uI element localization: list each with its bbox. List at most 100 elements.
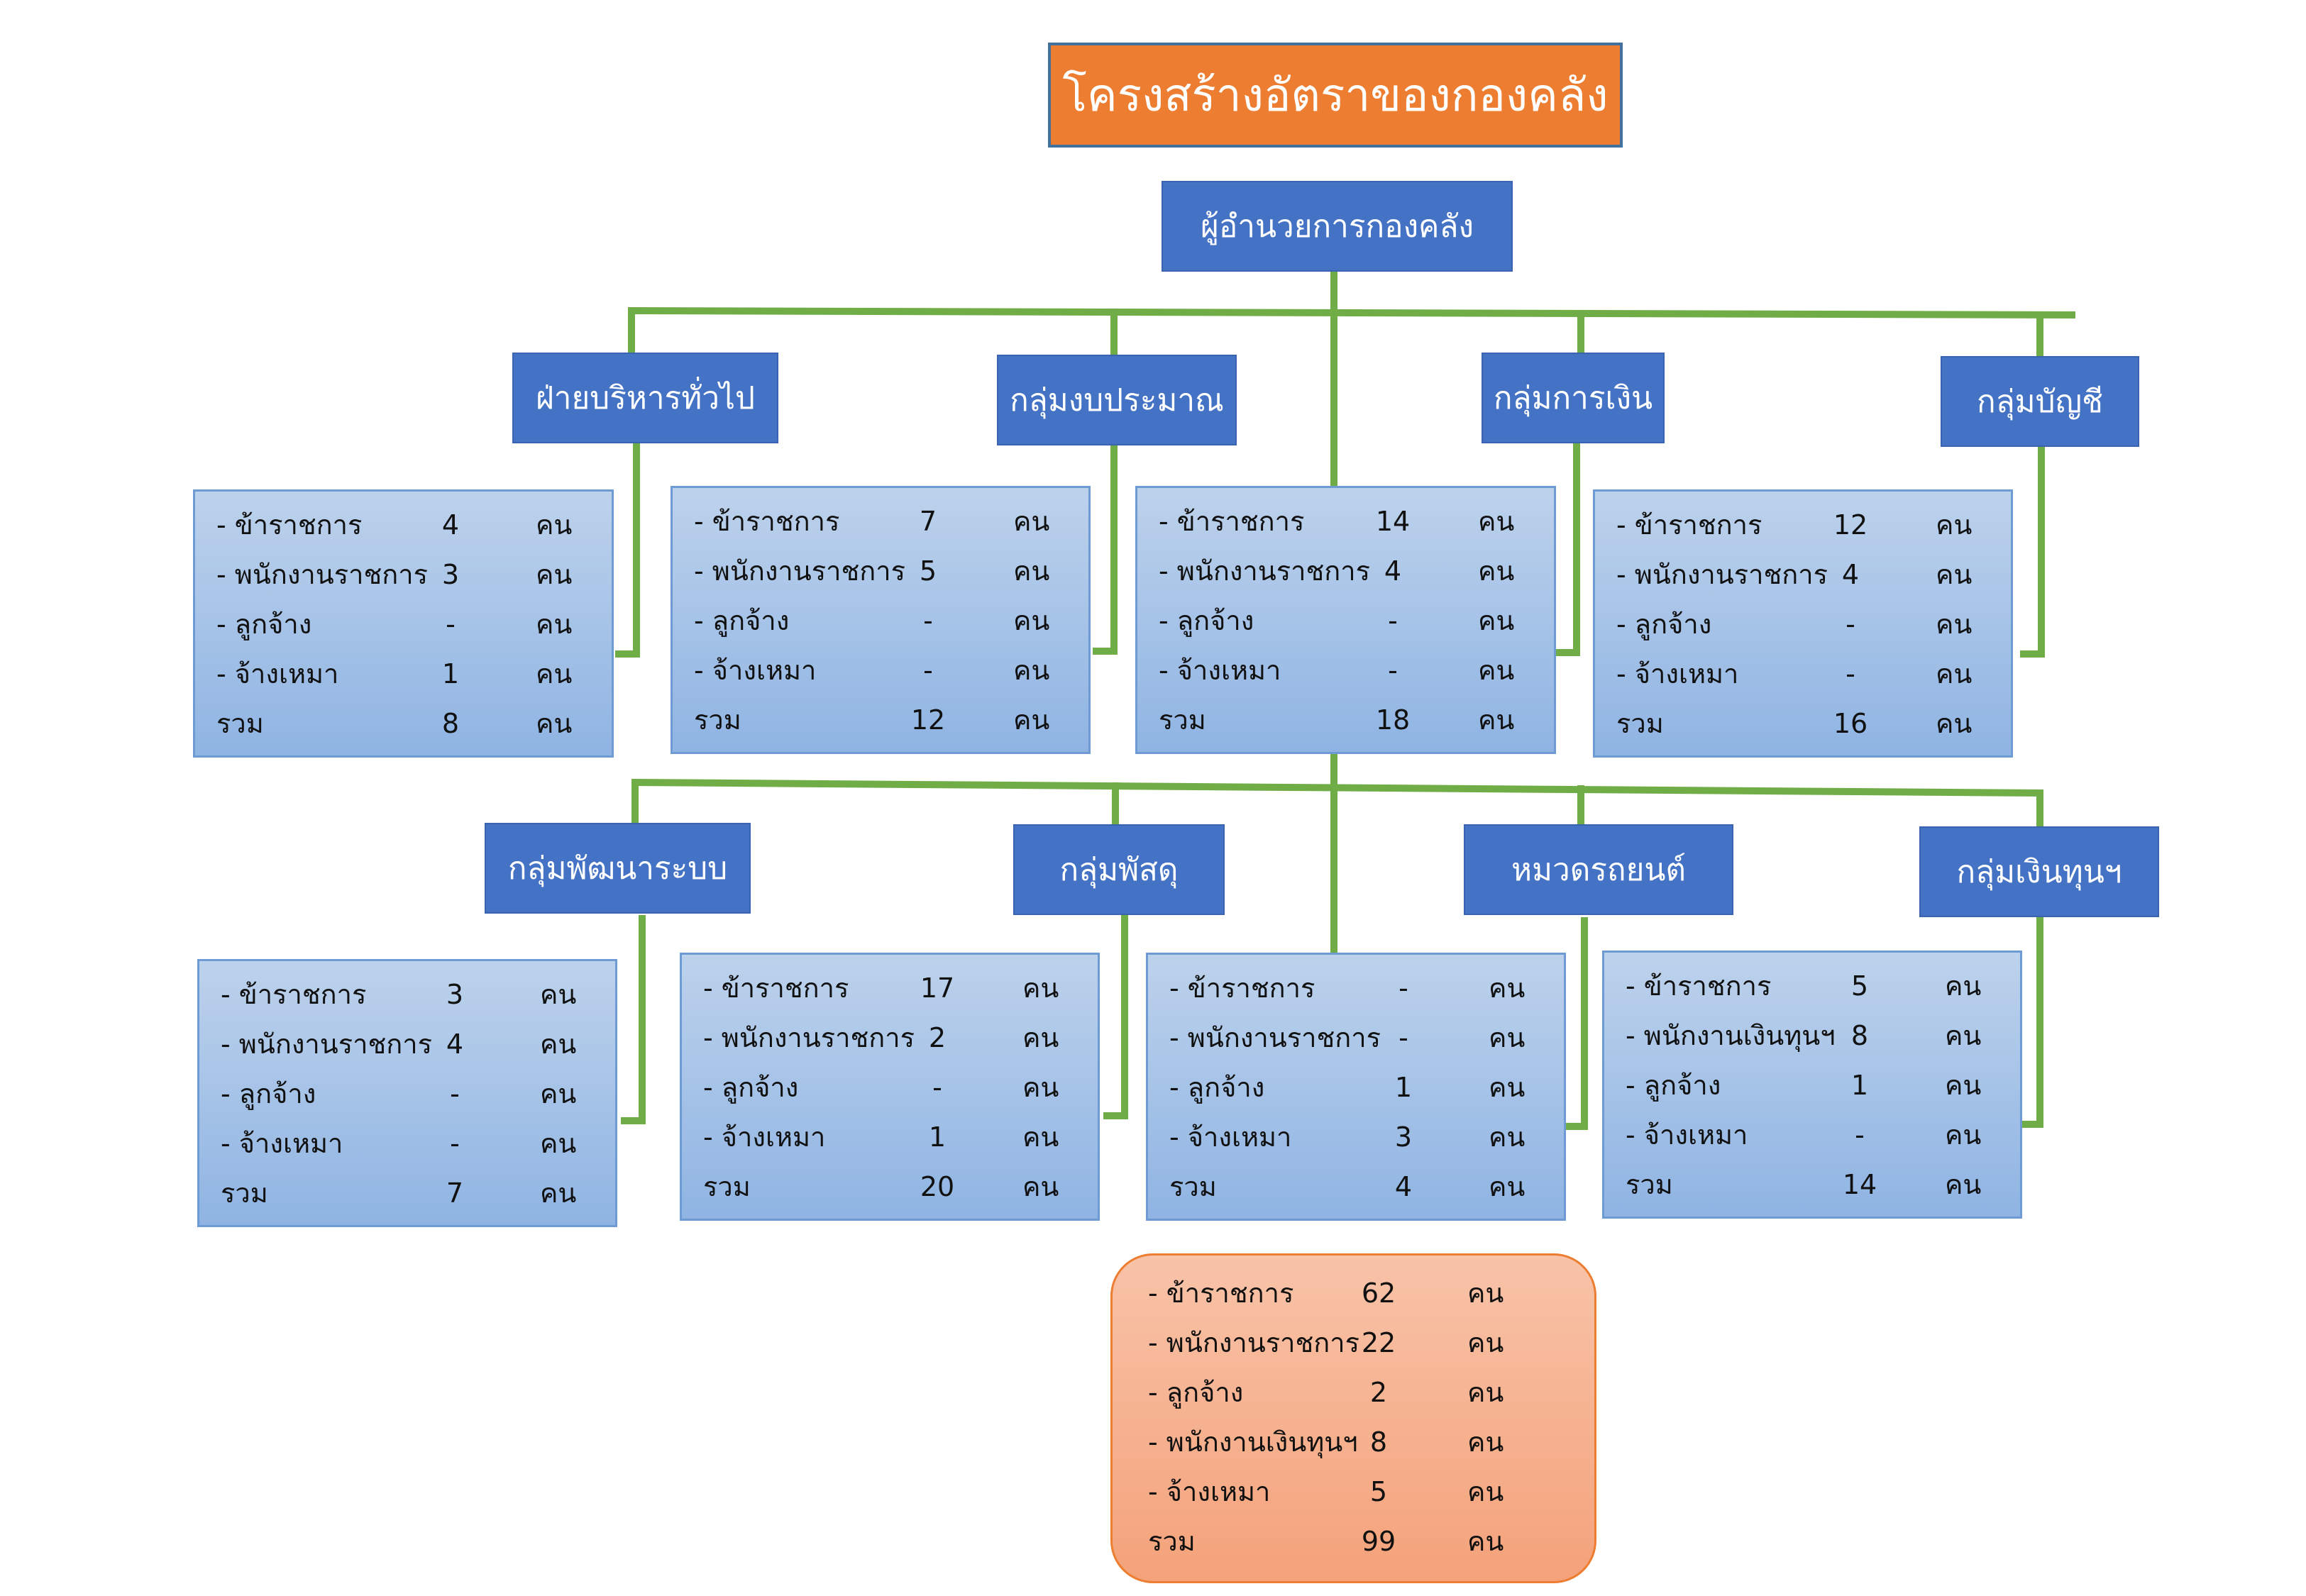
row-count: 62 bbox=[1361, 1278, 1396, 1309]
row-unit: คน bbox=[1489, 1121, 1526, 1153]
stat-row-total: รวม 20 คน bbox=[682, 1162, 1098, 1212]
row-label: - ข้าราชการ bbox=[216, 509, 363, 541]
row-count: - bbox=[923, 655, 933, 686]
stat-box-finance: - ข้าราชการ 14 คน - พนักงานราชการ 4 คน -… bbox=[1135, 486, 1556, 754]
row-unit: คน bbox=[1013, 555, 1050, 587]
summary-row: - พนักงานราชการ 22 คน bbox=[1113, 1318, 1594, 1368]
stat-row: - พนักงานราชการ 2 คน bbox=[682, 1013, 1098, 1063]
row-label: - จ้างเหมา bbox=[1616, 658, 1739, 689]
row-label: - ลูกจ้าง bbox=[1169, 1072, 1265, 1103]
stat-row: - พนักงานราชการ 4 คน bbox=[199, 1019, 615, 1069]
row-count: 5 bbox=[1369, 1476, 1388, 1507]
row-label: - พนักงานราชการ bbox=[694, 555, 905, 587]
unit-header-accounting: กลุ่มบัญชี bbox=[1941, 356, 2139, 447]
row-count: 16 bbox=[1833, 708, 1868, 739]
row-count: 5 bbox=[1850, 970, 1869, 1002]
stat-row-total: รวม 8 คน bbox=[195, 699, 612, 748]
row-count: 8 bbox=[1369, 1426, 1388, 1458]
stat-row: - พนักงานราชการ 4 คน bbox=[1137, 546, 1554, 596]
row-unit: คน bbox=[540, 1078, 577, 1109]
stat-box-accounting: - ข้าราชการ 12 คน - พนักงานราชการ 4 คน -… bbox=[1593, 489, 2013, 758]
stat-box-general-admin: - ข้าราชการ 4 คน - พนักงานราชการ 3 คน - … bbox=[193, 489, 614, 758]
summary-row: - จ้างเหมา 5 คน bbox=[1113, 1467, 1594, 1517]
row-label: รวม bbox=[221, 1177, 268, 1209]
top-branch-line bbox=[627, 306, 2076, 319]
director-box: ผู้อำนวยการกองคลัง bbox=[1162, 181, 1513, 272]
row-unit: คน bbox=[1478, 506, 1515, 537]
stat-row-total: รวม 12 คน bbox=[673, 695, 1088, 745]
stat-row: - ลูกจ้าง - คน bbox=[195, 599, 612, 649]
row-label: - ข้าราชการ bbox=[221, 979, 367, 1010]
row-count: 1 bbox=[1850, 1070, 1869, 1101]
row-label: รวม bbox=[1616, 708, 1664, 739]
row-count: - bbox=[450, 1128, 460, 1159]
row-unit: คน bbox=[1489, 1022, 1526, 1053]
row-label: - พนักงานราชการ bbox=[216, 559, 428, 590]
row-count: 12 bbox=[910, 704, 946, 736]
row-unit: คน bbox=[1936, 708, 1973, 739]
row-unit: คน bbox=[1489, 1072, 1526, 1103]
row-count: 12 bbox=[1833, 509, 1868, 541]
row-label: - ข้าราชการ bbox=[1148, 1278, 1294, 1309]
row-count: 4 bbox=[441, 509, 460, 541]
row-unit: คน bbox=[1467, 1426, 1504, 1458]
stat-row: - จ้างเหมา - คน bbox=[199, 1119, 615, 1168]
row-label: รวม bbox=[694, 704, 741, 736]
row-count: 8 bbox=[441, 708, 460, 739]
stat-row: - จ้างเหมา - คน bbox=[1595, 649, 2011, 699]
row-count: - bbox=[1399, 1022, 1408, 1053]
stat-box-budget: - ข้าราชการ 7 คน - พนักงานราชการ 5 คน - … bbox=[671, 486, 1091, 754]
stat-row: - ข้าราชการ 14 คน bbox=[1137, 497, 1554, 546]
row-unit: คน bbox=[1013, 605, 1050, 636]
row-unit: คน bbox=[1022, 1022, 1059, 1053]
row-label: - ข้าราชการ bbox=[1616, 509, 1762, 541]
summary-box: - ข้าราชการ 62 คน - พนักงานราชการ 22 คน … bbox=[1110, 1253, 1596, 1583]
bottom-branch-line bbox=[631, 778, 2044, 797]
row-unit: คน bbox=[540, 1128, 577, 1159]
row-count: 18 bbox=[1375, 704, 1411, 736]
row-label: - พนักงานเงินทุนฯ bbox=[1626, 1020, 1836, 1051]
row-unit: คน bbox=[1467, 1278, 1504, 1309]
row-count: 20 bbox=[920, 1171, 955, 1202]
stat-row: - ข้าราชการ 7 คน bbox=[673, 497, 1088, 546]
stat-box-vehicles: - ข้าราชการ - คน - พนักงานราชการ - คน - … bbox=[1146, 953, 1566, 1221]
row-count: - bbox=[1855, 1119, 1865, 1151]
row-unit: คน bbox=[1945, 1020, 1982, 1051]
row-count: - bbox=[923, 605, 933, 636]
row-unit: คน bbox=[1467, 1476, 1504, 1507]
stat-row: - ลูกจ้าง - คน bbox=[673, 596, 1088, 645]
stat-row: - ข้าราชการ 17 คน bbox=[682, 963, 1098, 1013]
unit-header-fund: กลุ่มเงินทุนฯ bbox=[1919, 826, 2159, 917]
row-count: 7 bbox=[919, 506, 937, 537]
row-count: 14 bbox=[1375, 506, 1411, 537]
stat-row: - ข้าราชการ 12 คน bbox=[1595, 500, 2011, 550]
row-unit: คน bbox=[1945, 1070, 1982, 1101]
row-count: 2 bbox=[928, 1022, 947, 1053]
row-label: - พนักงานราชการ bbox=[1169, 1022, 1381, 1053]
row-count: 2 bbox=[1369, 1377, 1388, 1408]
stat-row: - จ้างเหมา 1 คน bbox=[195, 649, 612, 699]
row-label: - ข้าราชการ bbox=[1159, 506, 1305, 537]
row-unit: คน bbox=[536, 708, 573, 739]
row-label: - ลูกจ้าง bbox=[221, 1078, 316, 1109]
row-label: - ลูกจ้าง bbox=[1616, 609, 1712, 640]
stat-row-total: รวม 4 คน bbox=[1148, 1162, 1564, 1212]
row-count: - bbox=[1399, 972, 1408, 1004]
row-count: 8 bbox=[1850, 1020, 1869, 1051]
row-label: รวม bbox=[1148, 1526, 1196, 1557]
row-unit: คน bbox=[1478, 704, 1515, 736]
row-label: - จ้างเหมา bbox=[694, 655, 817, 686]
unit-header-general-admin: ฝ่ายบริหารทั่วไป bbox=[512, 353, 778, 443]
row-label: - ข้าราชการ bbox=[1626, 970, 1772, 1002]
row-count: 22 bbox=[1361, 1327, 1396, 1358]
row-label: รวม bbox=[703, 1171, 751, 1202]
row-count: 3 bbox=[1394, 1121, 1413, 1153]
row-label: - จ้างเหมา bbox=[216, 658, 339, 689]
row-label: - พนักงานราชการ bbox=[1616, 559, 1828, 590]
row-label: - พนักงานเงินทุนฯ bbox=[1148, 1426, 1358, 1458]
row-label: - จ้างเหมา bbox=[1159, 655, 1281, 686]
summary-row: - ลูกจ้าง 2 คน bbox=[1113, 1368, 1594, 1417]
row-count: - bbox=[450, 1078, 460, 1109]
row-unit: คน bbox=[1467, 1327, 1504, 1358]
stat-box-system-dev: - ข้าราชการ 3 คน - พนักงานราชการ 4 คน - … bbox=[197, 959, 617, 1227]
